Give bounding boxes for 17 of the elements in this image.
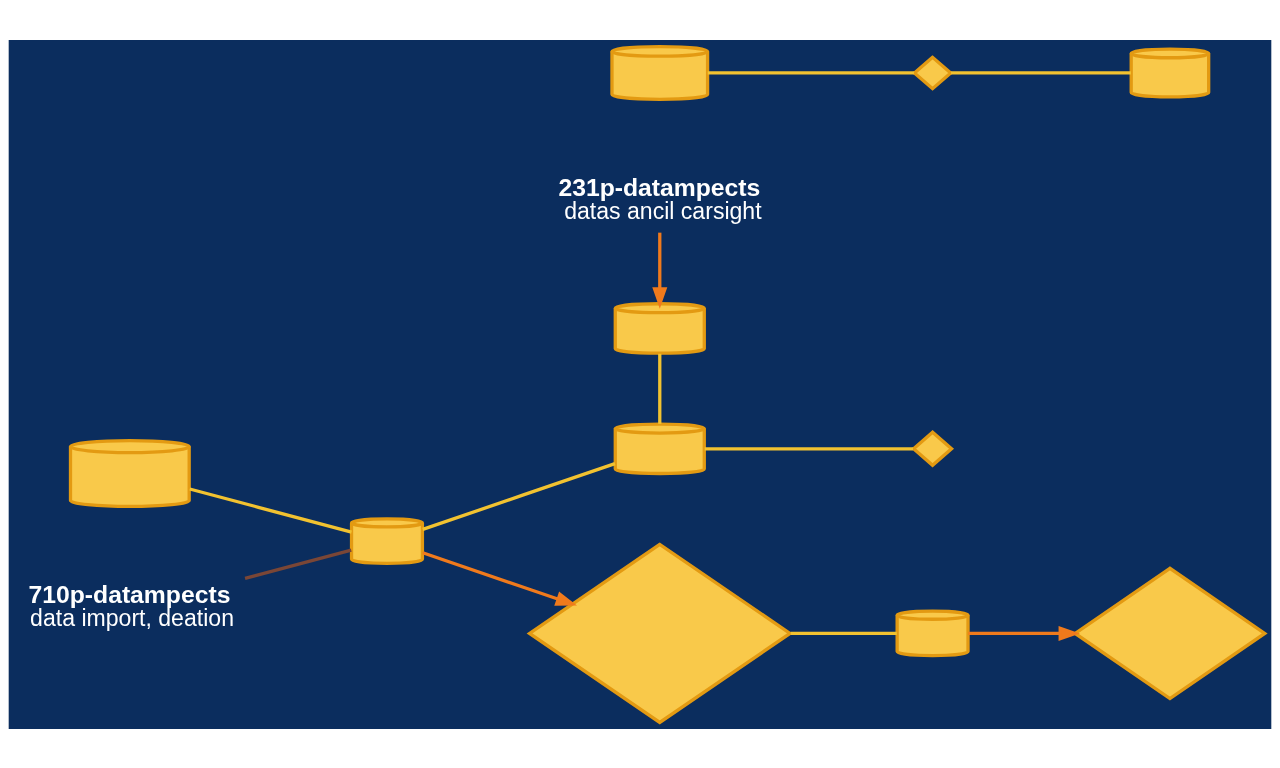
node-diamond [526, 541, 793, 724]
node-text: 710p-datampects data import, deation [28, 580, 234, 631]
node-diamond [911, 54, 954, 91]
connector [422, 461, 616, 531]
connector [790, 631, 897, 635]
node-text: 231p-datampects datas ancil carsight [558, 173, 762, 224]
connector [951, 70, 1131, 75]
connector [704, 446, 913, 450]
arrow [422, 550, 578, 606]
arrow [968, 625, 1081, 641]
connector [707, 70, 915, 75]
connector [244, 548, 352, 580]
connector [189, 486, 352, 534]
node-diamond [1072, 565, 1268, 700]
arrow [652, 232, 668, 309]
node-diamond [911, 429, 955, 467]
connector [658, 353, 662, 424]
